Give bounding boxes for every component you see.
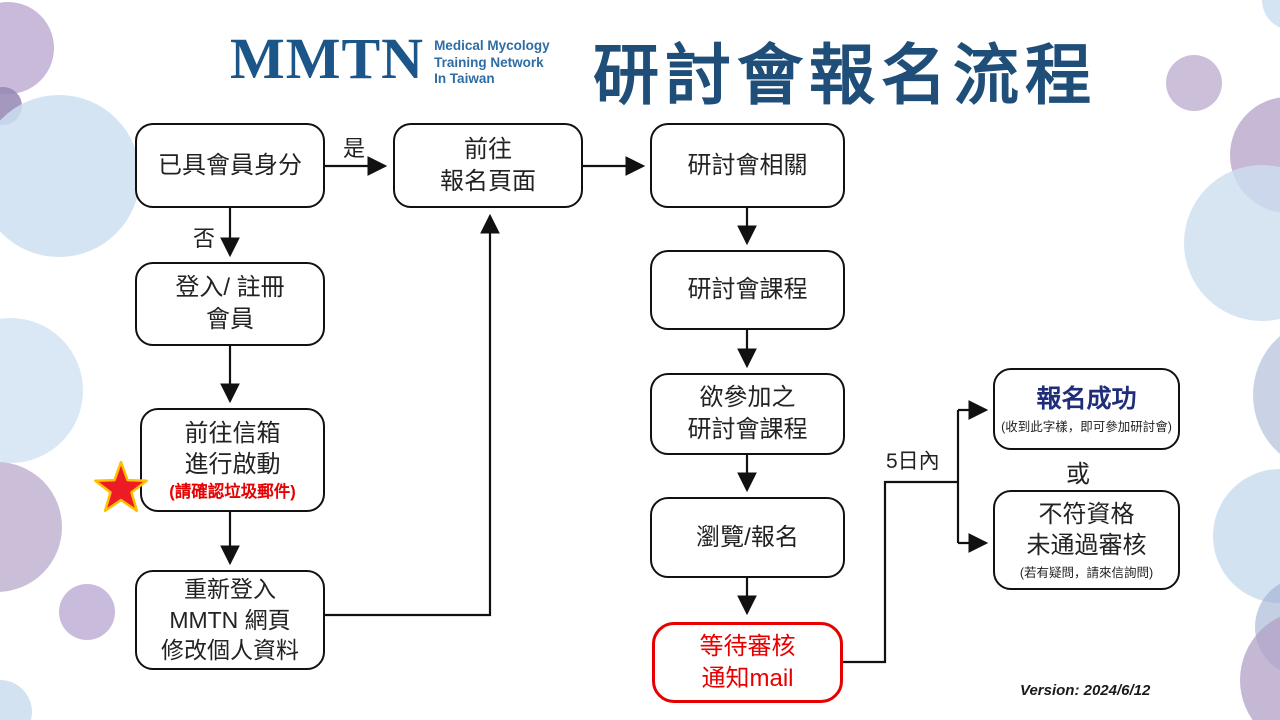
node-text: 欲參加之 xyxy=(699,384,796,412)
node-text: 進行啟動 xyxy=(184,451,281,479)
node-text: 已具會員身分 xyxy=(158,151,302,179)
node-text: MMTN 網頁 xyxy=(169,606,291,633)
flow-node-go-register-page: 前往 報名頁面 xyxy=(393,123,583,208)
node-text: 通知mail xyxy=(701,664,794,692)
mmtn-logo-tagline: Medical Mycology Training Network In Tai… xyxy=(434,38,550,88)
flow-node-member-status: 已具會員身分 xyxy=(135,123,325,208)
flow-node-desired-course: 欲參加之 研討會課程 xyxy=(650,373,845,455)
mmtn-logo-text: MMTN xyxy=(230,26,425,91)
flow-node-browse-register: 瀏覽/報名 xyxy=(650,497,845,578)
flow-node-rejected: 不符資格 未通過審核 (若有疑問，請來信詢問) xyxy=(993,490,1180,590)
flow-node-login-register: 登入/ 註冊 會員 xyxy=(135,262,325,346)
tagline-line: In Taiwan xyxy=(434,71,495,86)
edge-label-yes: 是 xyxy=(343,136,366,161)
line-wait-to-branch xyxy=(843,480,958,664)
node-text: 修改個人資料 xyxy=(161,637,299,664)
node-text: 未通過審核 xyxy=(1026,532,1147,560)
bg-circle xyxy=(59,584,115,640)
node-note: (若有疑問，請來信詢問) xyxy=(1019,565,1154,580)
edge-label-or: 或 xyxy=(1066,461,1090,488)
edge-label-within-5-days: 5日內 xyxy=(886,450,940,473)
node-text: 不符資格 xyxy=(1038,500,1135,528)
node-text: 報名頁面 xyxy=(440,167,536,195)
version-text: Version: 2024/6/12 xyxy=(1020,682,1151,699)
node-text: 登入/ 註冊 xyxy=(175,274,285,302)
node-text: 前往信箱 xyxy=(184,419,281,447)
node-note: (收到此字樣，即可參加研討會) xyxy=(1001,419,1172,434)
node-text: 研討會相關 xyxy=(687,151,808,179)
edge-label-no: 否 xyxy=(193,226,216,251)
node-text: 報名成功 xyxy=(1036,384,1137,413)
node-text: 研討會課程 xyxy=(687,416,808,443)
node-text: 瀏覽/報名 xyxy=(696,523,799,551)
flow-node-relogin: 重新登入 MMTN 網頁 修改個人資料 xyxy=(135,570,325,670)
node-text: 等待審核 xyxy=(699,632,796,660)
bg-circle xyxy=(1166,55,1222,111)
tagline-line: Training Network xyxy=(434,54,544,70)
flow-node-seminar-courses: 研討會課程 xyxy=(650,250,845,330)
node-text: 前往 xyxy=(464,135,512,163)
bg-circle xyxy=(0,95,140,257)
node-text: 研討會課程 xyxy=(687,276,808,304)
arrow-relogin-to-registerpage xyxy=(325,213,500,617)
flow-node-success: 報名成功 (收到此字樣，即可參加研討會) xyxy=(993,368,1180,450)
node-text: 重新登入 xyxy=(184,576,276,603)
mmtn-logo: MMTN Medical Mycology Training Network I… xyxy=(230,30,550,88)
flow-node-seminar-related: 研討會相關 xyxy=(650,123,845,208)
tagline-line: Medical Mycology xyxy=(434,38,550,53)
flow-node-activate-mail: 前往信箱 進行啟動 (請確認垃圾郵件) xyxy=(140,408,325,512)
node-text: 會員 xyxy=(206,306,254,333)
flow-node-wait-review: 等待審核 通知mail xyxy=(652,622,843,703)
star-icon xyxy=(94,461,148,513)
node-note: (請確認垃圾郵件) xyxy=(169,482,296,501)
page-title: 研討會報名流程 xyxy=(593,38,1097,112)
